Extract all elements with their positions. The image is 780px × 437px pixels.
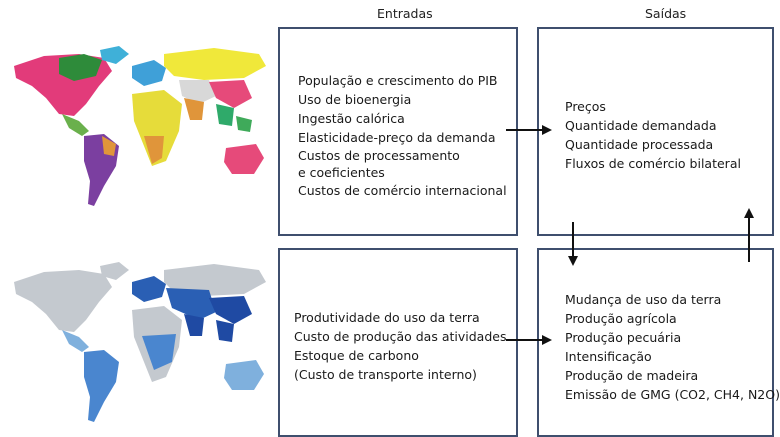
input-item: Custo de produção das atividades <box>294 329 507 344</box>
outputs-heading: Saídas <box>645 6 687 21</box>
top-outputs-box: Preços Quantidade demandada Quantidade p… <box>537 27 774 236</box>
output-item: Produção de madeira <box>565 368 699 383</box>
inputs-heading: Entradas <box>377 6 433 21</box>
output-item: Quantidade processada <box>565 137 714 152</box>
input-item: Custos de processamento <box>298 148 460 163</box>
output-item: Fluxos de comércio bilateral <box>565 156 741 171</box>
bottom-inputs-box: Produtividade do uso da terra Custo de p… <box>278 248 518 437</box>
input-item: Produtividade do uso da terra <box>294 310 480 325</box>
output-item: Produção agrícola <box>565 311 677 326</box>
output-item: Quantidade demandada <box>565 118 717 133</box>
input-item: Elasticidade-preço da demanda <box>298 130 496 145</box>
world-regions-map <box>14 46 266 206</box>
top-inputs-box: População e crescimento do PIB Uso de bi… <box>278 27 518 236</box>
world-landuse-map <box>14 262 266 422</box>
output-item: Mudança de uso da terra <box>565 292 722 307</box>
output-item: Emissão de GMG (CO2, CH4, N2O) <box>565 387 780 402</box>
output-item: Intensificação <box>565 349 652 364</box>
input-item: Ingestão calórica <box>298 111 405 126</box>
input-item: e coeficientes <box>298 165 385 180</box>
output-item: Produção pecuária <box>565 330 682 345</box>
output-item: Preços <box>565 99 606 114</box>
bottom-outputs-box: Mudança de uso da terra Produção agrícol… <box>537 248 780 437</box>
input-item: Estoque de carbono <box>294 348 419 363</box>
input-item: Custos de comércio internacional <box>298 183 507 198</box>
input-item: Uso de bioenergia <box>298 92 412 107</box>
input-item: (Custo de transporte interno) <box>294 367 477 382</box>
input-item: População e crescimento do PIB <box>298 73 498 88</box>
